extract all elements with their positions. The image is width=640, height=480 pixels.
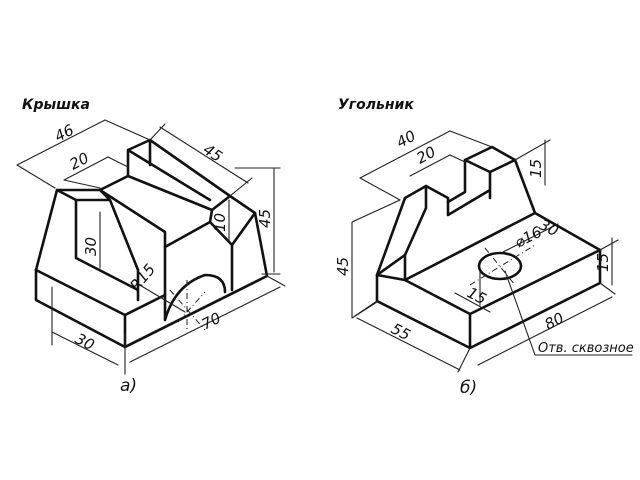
figure-a-dim-10: 10 bbox=[211, 213, 229, 232]
figure-b-dim-15-upright: 15 bbox=[527, 159, 545, 178]
figure-a-dim-30-bottom: 30 bbox=[72, 330, 97, 355]
figure-a-dim-46-line bbox=[16, 119, 151, 189]
figure-b-title: Угольник bbox=[338, 97, 414, 113]
figure-b-hole-center-lines bbox=[469, 244, 536, 286]
figure-b-dim-55-line bbox=[354, 300, 471, 373]
figure-b-dim-15-base-line bbox=[599, 237, 619, 286]
figure-a-slot bbox=[98, 138, 232, 212]
figure-b-upright bbox=[375, 158, 517, 277]
figure-b-outline bbox=[375, 145, 602, 350]
figure-a-title: Крышка bbox=[22, 97, 90, 113]
figure-b-dim-40: 40 bbox=[393, 127, 418, 152]
figure-b-dim-15-base: 15 bbox=[594, 253, 612, 272]
figure-a-side-edge bbox=[208, 211, 257, 292]
figure-a-center-lines bbox=[169, 280, 206, 331]
figure-a-dim-45-top: 45 bbox=[200, 140, 226, 165]
figure-a-dim-30-bottom-line bbox=[51, 286, 126, 375]
figure-a-dim-46: 46 bbox=[52, 121, 77, 146]
figure-a-dim-70: 70 bbox=[199, 309, 224, 334]
figure-b-label: б) bbox=[460, 378, 477, 398]
figure-a-arch bbox=[163, 273, 227, 322]
figure-b-dim-80: 80 bbox=[542, 309, 567, 334]
figure-b-dim-80-line bbox=[477, 282, 616, 366]
figure-a-dim-30-inner: 30 bbox=[82, 237, 100, 256]
figure-a-part: 46 20 45 10 45 30 R15 30 70 Крышка а) bbox=[16, 97, 286, 396]
figure-b-dim-45: 45 bbox=[334, 257, 352, 276]
figure-b-dim-20-line bbox=[409, 154, 466, 177]
figure-b-dim-55: 55 bbox=[388, 320, 413, 345]
figure-a-dim-r15: R15 bbox=[126, 260, 159, 294]
figure-b-base bbox=[375, 211, 602, 350]
figure-b-hole bbox=[477, 251, 523, 281]
figure-b-dim-15-hole-line bbox=[454, 271, 491, 313]
figure-b-dim-15-upright-line bbox=[514, 139, 551, 186]
figure-b-dim-20: 20 bbox=[413, 143, 438, 168]
figure-b-dim-40-line bbox=[359, 130, 493, 201]
figure-b-note: Отв. сквозное bbox=[538, 341, 634, 356]
figure-b-dim-15-hole: 15 bbox=[464, 284, 489, 309]
figure-a-dim-70-line bbox=[129, 275, 286, 363]
figure-a-dim-45-top-line bbox=[149, 123, 253, 197]
figure-a-label: а) bbox=[120, 376, 137, 396]
figure-a-dim-20: 20 bbox=[67, 149, 92, 174]
figure-a-dim-20-line bbox=[63, 156, 129, 189]
figure-a-dim-45-height-line bbox=[234, 167, 281, 275]
figure-b-note-leader bbox=[504, 270, 633, 356]
figure-a-dim-45-height: 45 bbox=[256, 209, 274, 228]
figure-b-part: 40 20 15 30 ⌀16 15 45 15 55 80 Отв. скво… bbox=[334, 97, 634, 398]
figure-a-dim-r15-line bbox=[137, 283, 186, 313]
figure-b-dim-30-line bbox=[502, 223, 559, 253]
